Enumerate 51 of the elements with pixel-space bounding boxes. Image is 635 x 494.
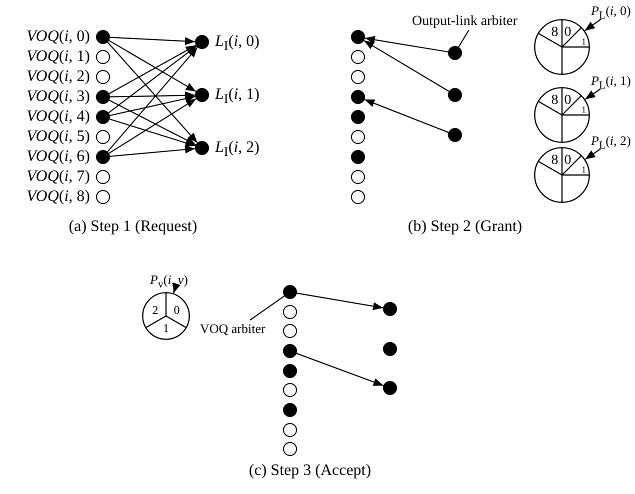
panel-caption: (b) Step 2 (Grant) [408,218,522,236]
arbiter-label: VOQ arbiter [200,320,266,337]
arrow [108,100,196,146]
queue-label: VOQ(i, 4) [26,108,90,126]
arrow [110,146,196,157]
queue-label: VOQ(i, 5) [26,128,90,146]
sector-number: 1 [581,37,586,46]
sector-number: 1 [581,105,586,114]
arbiter-label: Output-link arbiter [412,13,518,30]
pointer-label: P$_{L}$(i, 1) [591,72,631,95]
sector-number: 1 [581,165,586,174]
queue-label: VOQ(i, 6) [26,148,90,166]
arrow [364,40,450,92]
sector-number: 0 [564,94,572,108]
link-label: L$_{I}$(i, 0) [215,33,260,56]
sector-number: 0 [174,304,180,316]
pointer-label: P$_{L}$(i, 0) [591,2,631,25]
queue-label: VOQ(i, 3) [26,88,90,106]
pointer-label: P$_{L}$(i, 2) [591,132,631,155]
arrow [364,99,449,133]
arrow [108,46,197,114]
queue-label: VOQ(i, 1) [26,48,90,66]
sector-number: 8 [551,26,558,40]
arrow [584,88,601,100]
sector-number: 2 [152,304,158,316]
arrow [584,18,602,32]
arrow [110,91,196,100]
panel-caption: (a) Step 1 (Request) [68,218,198,236]
arrow [110,36,196,46]
arrow [108,98,196,154]
queue-label: VOQ(i, 8) [26,188,90,206]
panel-caption: (c) Step 3 (Accept) [248,462,372,480]
arrow [364,36,448,52]
link-label: L$_{I}$(i, 1) [215,86,260,108]
queue-label: VOQ(i, 0) [26,28,90,46]
arrow [110,118,196,147]
queue-label: VOQ(i, 2) [26,68,90,86]
arrow [296,292,384,310]
arrow [172,282,180,294]
queue-label: VOQ(i, 7) [26,168,90,186]
sector-number: 0 [564,26,572,40]
arrow [110,94,196,116]
leader-line [250,296,285,320]
sector-number: 8 [551,94,558,108]
arrow [296,352,384,386]
sector-number: 1 [163,322,169,334]
arrow [584,148,601,160]
leader-line [458,30,470,48]
sector-number: 8 [551,154,558,168]
link-label: L$_{I}$(i, 2) [215,139,260,162]
sector-number: 0 [564,154,572,168]
